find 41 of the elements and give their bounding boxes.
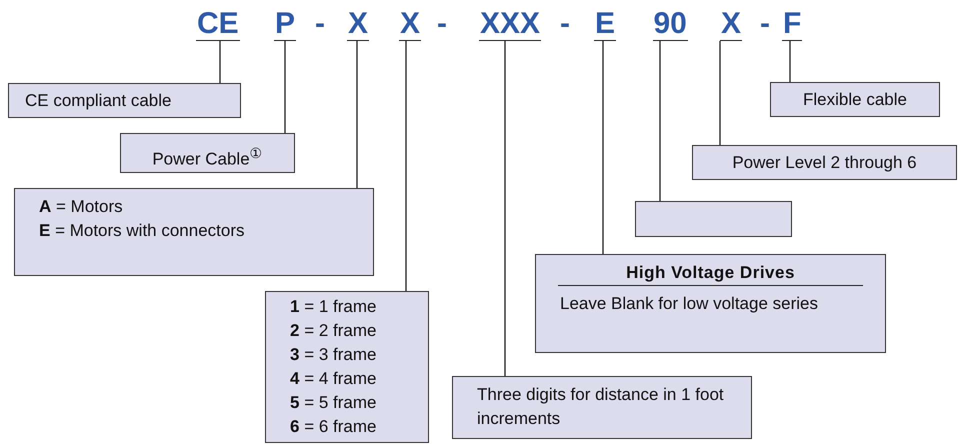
separator-dash: -: [560, 8, 570, 40]
separator-dash: -: [760, 8, 770, 40]
leader-line: [719, 41, 721, 145]
separator-dash: -: [437, 8, 447, 40]
code-definition-box: Power Cable$^{①}$: [120, 133, 295, 173]
code-segment: X: [399, 8, 422, 41]
panel-heading: High Voltage Drives: [558, 261, 863, 286]
blank-box: [635, 201, 792, 237]
code-option: 4 = 4 frame: [290, 367, 428, 391]
code-definition-panel: [14, 188, 374, 276]
code-segment: X: [720, 8, 742, 41]
leader-line: [219, 41, 221, 83]
code-definition-box: Three digits for distance in 1 foot increments: [452, 376, 752, 439]
separator-dash: -: [315, 8, 325, 40]
panel-note: Leave Blank for low voltage series: [559, 293, 819, 315]
leader-line: [602, 41, 604, 254]
code-option: E = Motors with connectors: [39, 219, 373, 243]
code-option: 1 = 1 frame: [290, 295, 428, 319]
leader-line: [504, 41, 506, 376]
code-segment: CE: [196, 8, 240, 41]
code-segment: E: [594, 8, 616, 41]
code-option: 3 = 3 frame: [290, 343, 428, 367]
leader-line: [356, 41, 358, 188]
leader-line: [405, 41, 407, 291]
code-segment: X: [347, 8, 370, 41]
code-segment: 90: [652, 8, 688, 41]
code-segment: XXX: [479, 8, 542, 41]
code-segment: P: [274, 8, 296, 41]
code-option: 6 = 6 frame: [290, 415, 428, 439]
code-definition-box: CE compliant cable: [8, 83, 241, 118]
code-segment: F: [782, 8, 802, 41]
code-definition-panel: [265, 291, 429, 443]
code-definition-box: Power Level 2 through 6: [692, 145, 957, 180]
code-definition-box: Flexible cable: [770, 82, 940, 117]
code-option: 2 = 2 frame: [290, 319, 428, 343]
leader-line: [659, 41, 661, 201]
leader-line: [789, 41, 791, 82]
code-option: A = Motors: [39, 195, 373, 219]
code-definition-panel: [535, 254, 886, 353]
code-option: 5 = 5 frame: [290, 391, 428, 415]
leader-line: [284, 41, 286, 133]
